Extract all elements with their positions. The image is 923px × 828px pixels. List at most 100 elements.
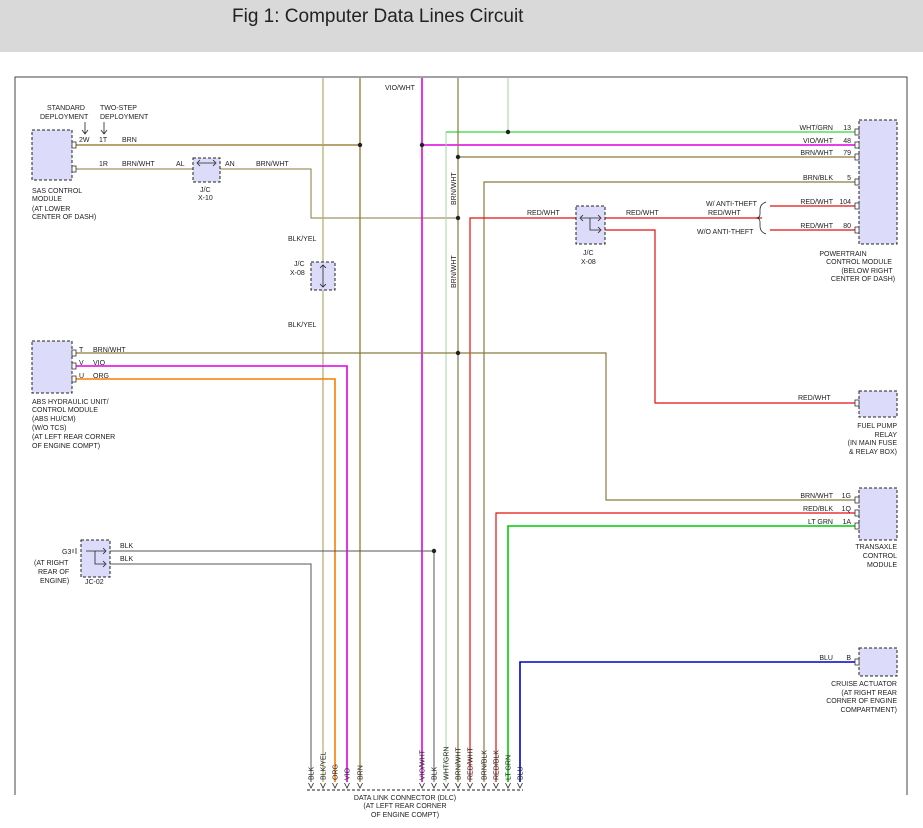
wire-label-blk-yel-bottom: BLK/YEL	[288, 322, 317, 329]
tcm-label-2: CONTROL	[863, 553, 897, 560]
diagram-frame	[14, 76, 908, 795]
figure-header: Fig 1: Computer Data Lines Circuit	[0, 0, 923, 52]
dlc-pin	[320, 782, 326, 789]
pcm-pin-number: 79	[843, 150, 851, 157]
abs-hydraulic-unit	[31, 340, 73, 394]
wire-label-red-wht-left: RED/WHT	[527, 210, 560, 217]
connector-pin	[854, 522, 860, 530]
connector-pin	[71, 362, 77, 370]
splice-dot	[419, 142, 425, 148]
sas-label-4: CENTER OF DASH)	[32, 214, 96, 221]
pcm-wire-label: WHT/GRN	[800, 125, 833, 132]
ground-pin-g3: G3	[62, 549, 71, 556]
wire-label-brn-wht-vertical-1: BRN/WHT	[451, 172, 458, 205]
cruise-label-1: CRUISE ACTUATOR	[831, 681, 897, 688]
splice-dot	[455, 215, 461, 221]
note-red-wht: RED/WHT	[708, 210, 741, 217]
dlc-pin-label: LT GRN	[506, 755, 513, 780]
note-with-anti-theft: W/ ANTI-THEFT	[706, 201, 758, 208]
wire-label-brn-wht-vertical-2: BRN/WHT	[451, 255, 458, 288]
x10-pin-al: AL	[176, 161, 185, 168]
two-step-deployment-2: DEPLOYMENT	[100, 114, 149, 121]
abs-label-1: ABS HYDRAULIC UNIT/	[32, 399, 109, 406]
x08-right-label: J/C	[583, 250, 594, 257]
wire-label-brn-wht-x10: BRN/WHT	[256, 161, 289, 168]
junction-branch-icon	[589, 218, 602, 234]
powertrain-control-module	[858, 119, 898, 245]
dlc-pin-label: BRN/WHT	[456, 747, 463, 780]
dlc-pin	[344, 782, 350, 789]
connector-pin	[71, 165, 77, 173]
pcm-wire-label: VIO/WHT	[803, 138, 834, 145]
pcm-wire-label: BRN/BLK	[803, 175, 833, 182]
cruise-label-3: CORNER OF ENGINE	[826, 698, 897, 705]
cruise-label-2: (AT RIGHT REAR	[841, 690, 897, 697]
wires	[76, 78, 855, 782]
dlc-pin-label: VIO	[345, 767, 352, 780]
pcm-label-1: POWERTRAIN	[819, 251, 866, 258]
sas-pin-1r: 1R	[99, 161, 108, 168]
tcm-wire-label: BRN/WHT	[800, 493, 833, 500]
tcm-pin-number: 1Q	[842, 506, 852, 513]
junction-arrows-icon	[579, 214, 602, 222]
dlc-pin-label: BLK	[432, 766, 439, 780]
ground-label-1: (AT RIGHT	[34, 560, 69, 567]
abs-label-4: (W/O TCS)	[32, 425, 66, 432]
pcm-pin-number: 13	[843, 125, 851, 132]
dlc-pin	[467, 782, 473, 789]
connector-pin	[71, 141, 77, 149]
sas-pin-1t: 1T	[99, 137, 108, 144]
dlc-label-1: DATA LINK CONNECTOR (DLC)	[354, 795, 456, 802]
wire-red-wht-dlc	[469, 217, 576, 782]
wire-label-blk-2: BLK	[120, 556, 134, 563]
ground-junction-name: JC-02	[85, 579, 104, 586]
dlc-pin	[308, 782, 314, 789]
tcm-label-3: MODULE	[867, 562, 897, 569]
dlc-pin-label: WHT/GRN	[444, 747, 451, 780]
wire-label-abs-org: ORG	[93, 373, 109, 380]
abs-label-6: OF ENGINE COMPT)	[32, 443, 100, 450]
dlc-pin	[481, 782, 487, 789]
splice-dot	[357, 142, 363, 148]
standard-deployment-2: DEPLOYMENT	[40, 114, 89, 121]
dlc-pin-label: RED/WHT	[468, 747, 475, 780]
wire-lt-grn	[507, 525, 855, 782]
junction-arrows-icon	[319, 264, 327, 288]
tcm-wire-label: LT GRN	[808, 519, 833, 526]
pcm-label-2: CONTROL MODULE	[826, 259, 892, 266]
wire-blu	[519, 661, 855, 782]
wire-abs-org	[76, 378, 336, 782]
dlc-pin-label: RED/BLK	[494, 750, 501, 780]
splice-dot	[505, 129, 511, 135]
ground-junction-jc02	[80, 539, 111, 578]
pcm-wire-label: RED/WHT	[800, 199, 833, 206]
connector-pin	[854, 153, 860, 161]
cruise-actuator	[858, 647, 898, 677]
brace-icon	[755, 201, 767, 235]
wire-label-red-wht-right: RED/WHT	[626, 210, 659, 217]
pcm-pin-number: 80	[843, 223, 851, 230]
wire-label-brn: BRN	[122, 137, 137, 144]
dlc-pin	[443, 782, 449, 789]
junction-arrows-icon	[86, 547, 107, 568]
wire-blk-1	[110, 550, 435, 782]
two-step-arrow-icon	[100, 122, 108, 135]
connector-pin	[854, 496, 860, 504]
ground-icon	[72, 548, 77, 554]
dlc-pin	[431, 782, 437, 789]
dlc-pin-label: BRN/BLK	[482, 750, 489, 780]
connector-pin	[854, 141, 860, 149]
fpr-label-4: & RELAY BOX)	[849, 449, 897, 456]
abs-label-3: (ABS HU/CM)	[32, 416, 76, 423]
cruise-label-4: COMPARTMENT)	[840, 707, 897, 714]
dlc-pin	[419, 782, 425, 789]
pcm-wire-label: RED/WHT	[800, 223, 833, 230]
dlc-pin	[332, 782, 338, 789]
dlc-pin-label: BLU	[518, 766, 525, 780]
connector-pin	[854, 128, 860, 136]
wire-label-fpr-red-wht: RED/WHT	[798, 395, 831, 402]
sas-pin-2w: 2W	[79, 137, 90, 144]
